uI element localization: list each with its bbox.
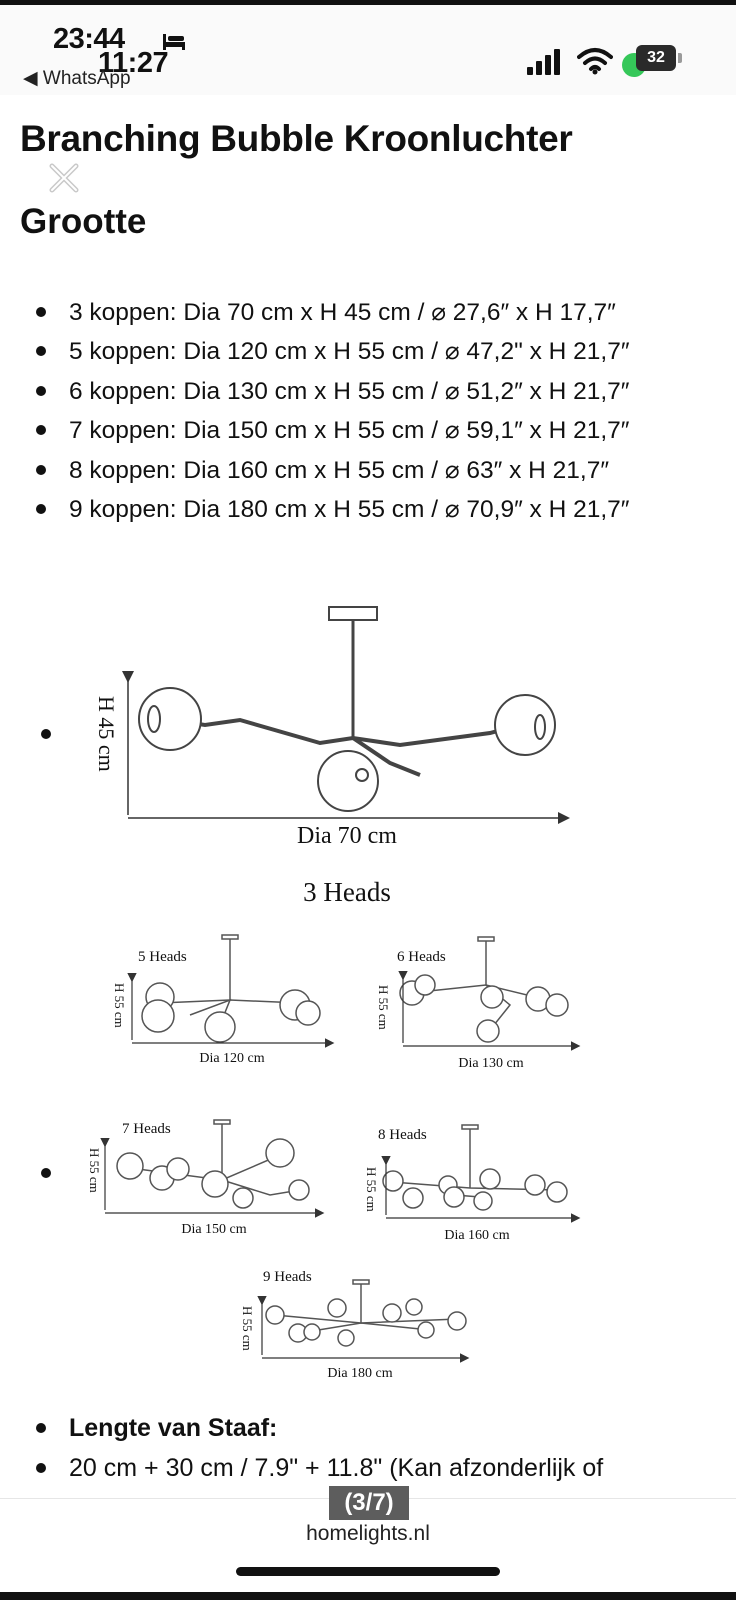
battery-indicator: 32 (622, 45, 684, 77)
variant-height-label: H 55 cm (87, 1148, 102, 1193)
rod-length-label: Lengte van Staaf: (69, 1413, 278, 1442)
bullet-icon (41, 729, 51, 739)
screen-bottom-edge (0, 1592, 736, 1600)
size-text: 7 koppen: Dia 150 cm x H 55 cm / ⌀ 59,1″… (69, 417, 630, 445)
variant-caption: 8 Heads (378, 1127, 427, 1143)
three-head-chandelier-drawing (138, 606, 556, 812)
main-width-label: Dia 70 cm (297, 823, 397, 849)
five-head-chandelier-drawing (141, 934, 321, 1043)
sleep-mode-icon (163, 34, 185, 50)
variant-width-label: Dia 120 cm (199, 1051, 264, 1066)
variant-height-label: H 55 cm (112, 983, 127, 1028)
list-item: 9 koppen: Dia 180 cm x H 55 cm / ⌀ 70,9″… (36, 490, 736, 530)
wifi-icon (577, 48, 613, 75)
list-item: 3 koppen: Dia 70 cm x H 45 cm / ⌀ 27,6″ … (36, 292, 736, 332)
variant-height-label: H 55 cm (376, 985, 391, 1030)
bullet-icon (41, 1168, 51, 1178)
size-text: 9 koppen: Dia 180 cm x H 55 cm / ⌀ 70,9″… (69, 496, 630, 524)
back-to-app-link[interactable]: ◀ WhatsApp (23, 68, 131, 89)
variant-width-label: Dia 180 cm (327, 1366, 392, 1381)
size-text: 8 koppen: Dia 160 cm x H 55 cm / ⌀ 63″ x… (69, 456, 610, 484)
chandelier-diagram-svg: H 45 cm Dia 70 cm 3 Heads 5 Heads H 55 c… (87, 606, 581, 1381)
size-text: 3 koppen: Dia 70 cm x H 45 cm / ⌀ 27,6″ … (69, 298, 616, 326)
variant-width-label: Dia 160 cm (444, 1228, 509, 1243)
bullet-icon (36, 504, 46, 515)
list-item: 20 cm + 30 cm / 7.9" + 11.8" (Kan afzond… (36, 1448, 736, 1488)
bullet-icon (36, 306, 46, 317)
page-title: Branching Bubble Kroonluchter (20, 118, 573, 159)
eight-head-chandelier-drawing (382, 1124, 568, 1211)
size-list: 3 koppen: Dia 70 cm x H 45 cm / ⌀ 27,6″ … (36, 292, 736, 529)
variant-caption: 6 Heads (397, 949, 446, 965)
list-item: 6 koppen: Dia 130 cm x H 55 cm / ⌀ 51,2″… (36, 371, 736, 411)
variant-height-label: H 55 cm (240, 1306, 255, 1351)
page-counter: (3/7) (329, 1486, 409, 1520)
seven-head-chandelier-drawing (116, 1119, 310, 1209)
variant-height-label: H 55 cm (364, 1167, 379, 1212)
bullet-icon (36, 1423, 46, 1433)
bullet-icon (36, 425, 46, 436)
battery-cap-icon (678, 53, 682, 63)
bullet-icon (36, 1463, 46, 1473)
screen-top-edge (0, 0, 736, 5)
nine-head-chandelier-drawing (265, 1279, 467, 1347)
list-item: 8 koppen: Dia 160 cm x H 55 cm / ⌀ 63″ x… (36, 450, 736, 490)
cellular-signal-icon (527, 49, 560, 75)
section-heading: Grootte (20, 202, 147, 241)
status-time-overlay: 11:27 (98, 47, 169, 79)
size-text: 6 koppen: Dia 130 cm x H 55 cm / ⌀ 51,2″… (69, 377, 630, 405)
rod-length-value: 20 cm + 30 cm / 7.9" + 11.8" (Kan afzond… (69, 1453, 604, 1482)
main-height-label: H 45 cm (94, 696, 119, 772)
chandelier-size-diagram: H 45 cm Dia 70 cm 3 Heads 5 Heads H 55 c… (70, 585, 670, 1385)
bullet-icon (36, 464, 46, 475)
bullet-icon (36, 346, 46, 357)
rod-length-list: Lengte van Staaf: 20 cm + 30 cm / 7.9" +… (36, 1408, 736, 1488)
status-time: 23:44 (53, 23, 125, 55)
list-item: 7 koppen: Dia 150 cm x H 55 cm / ⌀ 59,1″… (36, 411, 736, 451)
status-bar: 23:44 11:27 ◀ WhatsApp 32 (0, 5, 736, 95)
bullet-icon (36, 385, 46, 396)
home-indicator[interactable] (236, 1567, 500, 1576)
size-text: 5 koppen: Dia 120 cm x H 55 cm / ⌀ 47,2"… (69, 338, 630, 366)
site-domain[interactable]: homelights.nl (306, 1522, 430, 1545)
list-item: 5 koppen: Dia 120 cm x H 55 cm / ⌀ 47,2"… (36, 332, 736, 372)
battery-level: 32 (636, 45, 676, 71)
variant-width-label: Dia 150 cm (181, 1222, 246, 1237)
variant-caption: 7 Heads (122, 1121, 171, 1137)
variant-caption: 9 Heads (263, 1269, 312, 1285)
six-head-chandelier-drawing (399, 936, 569, 1043)
close-icon[interactable] (48, 162, 80, 194)
variant-caption: 5 Heads (138, 949, 187, 965)
variant-width-label: Dia 130 cm (458, 1056, 523, 1071)
main-caption: 3 Heads (303, 877, 391, 907)
list-item: Lengte van Staaf: (36, 1408, 736, 1448)
